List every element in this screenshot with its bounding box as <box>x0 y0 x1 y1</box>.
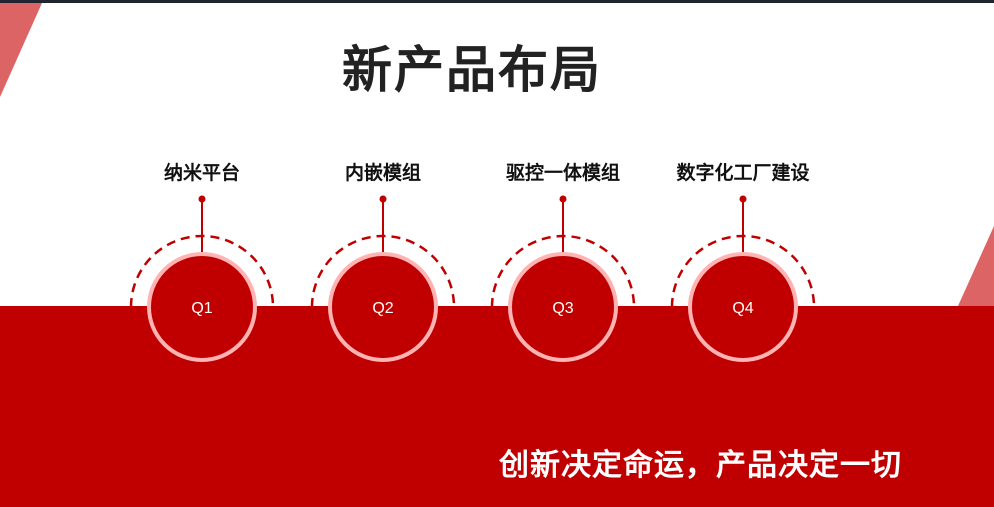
corner-triangle-left <box>0 3 42 97</box>
page-title: 新产品布局 <box>342 41 602 99</box>
connector-dot <box>198 195 206 203</box>
milestone-label: 纳米平台 <box>163 162 240 184</box>
slogan: 创新决定命运，产品决定一切 <box>499 448 902 483</box>
quarter-label: Q1 <box>191 300 212 317</box>
milestone-label: 内嵌模组 <box>344 162 421 184</box>
quarter-label: Q4 <box>732 300 753 317</box>
quarter-circle <box>688 252 798 362</box>
quarter-circle <box>328 252 438 362</box>
milestone-label: 驱控一体模组 <box>505 162 620 184</box>
corner-triangle-right <box>958 226 994 306</box>
connector-dot <box>739 195 747 203</box>
milestone-label: 数字化工厂建设 <box>676 162 810 184</box>
top-bar <box>0 0 994 3</box>
quarter-label: Q3 <box>552 300 573 317</box>
connector-dot <box>379 195 387 203</box>
quarter-label: Q2 <box>372 300 393 317</box>
quarter-circle <box>147 252 257 362</box>
quarter-circle <box>508 252 618 362</box>
connector-dot <box>559 195 567 203</box>
